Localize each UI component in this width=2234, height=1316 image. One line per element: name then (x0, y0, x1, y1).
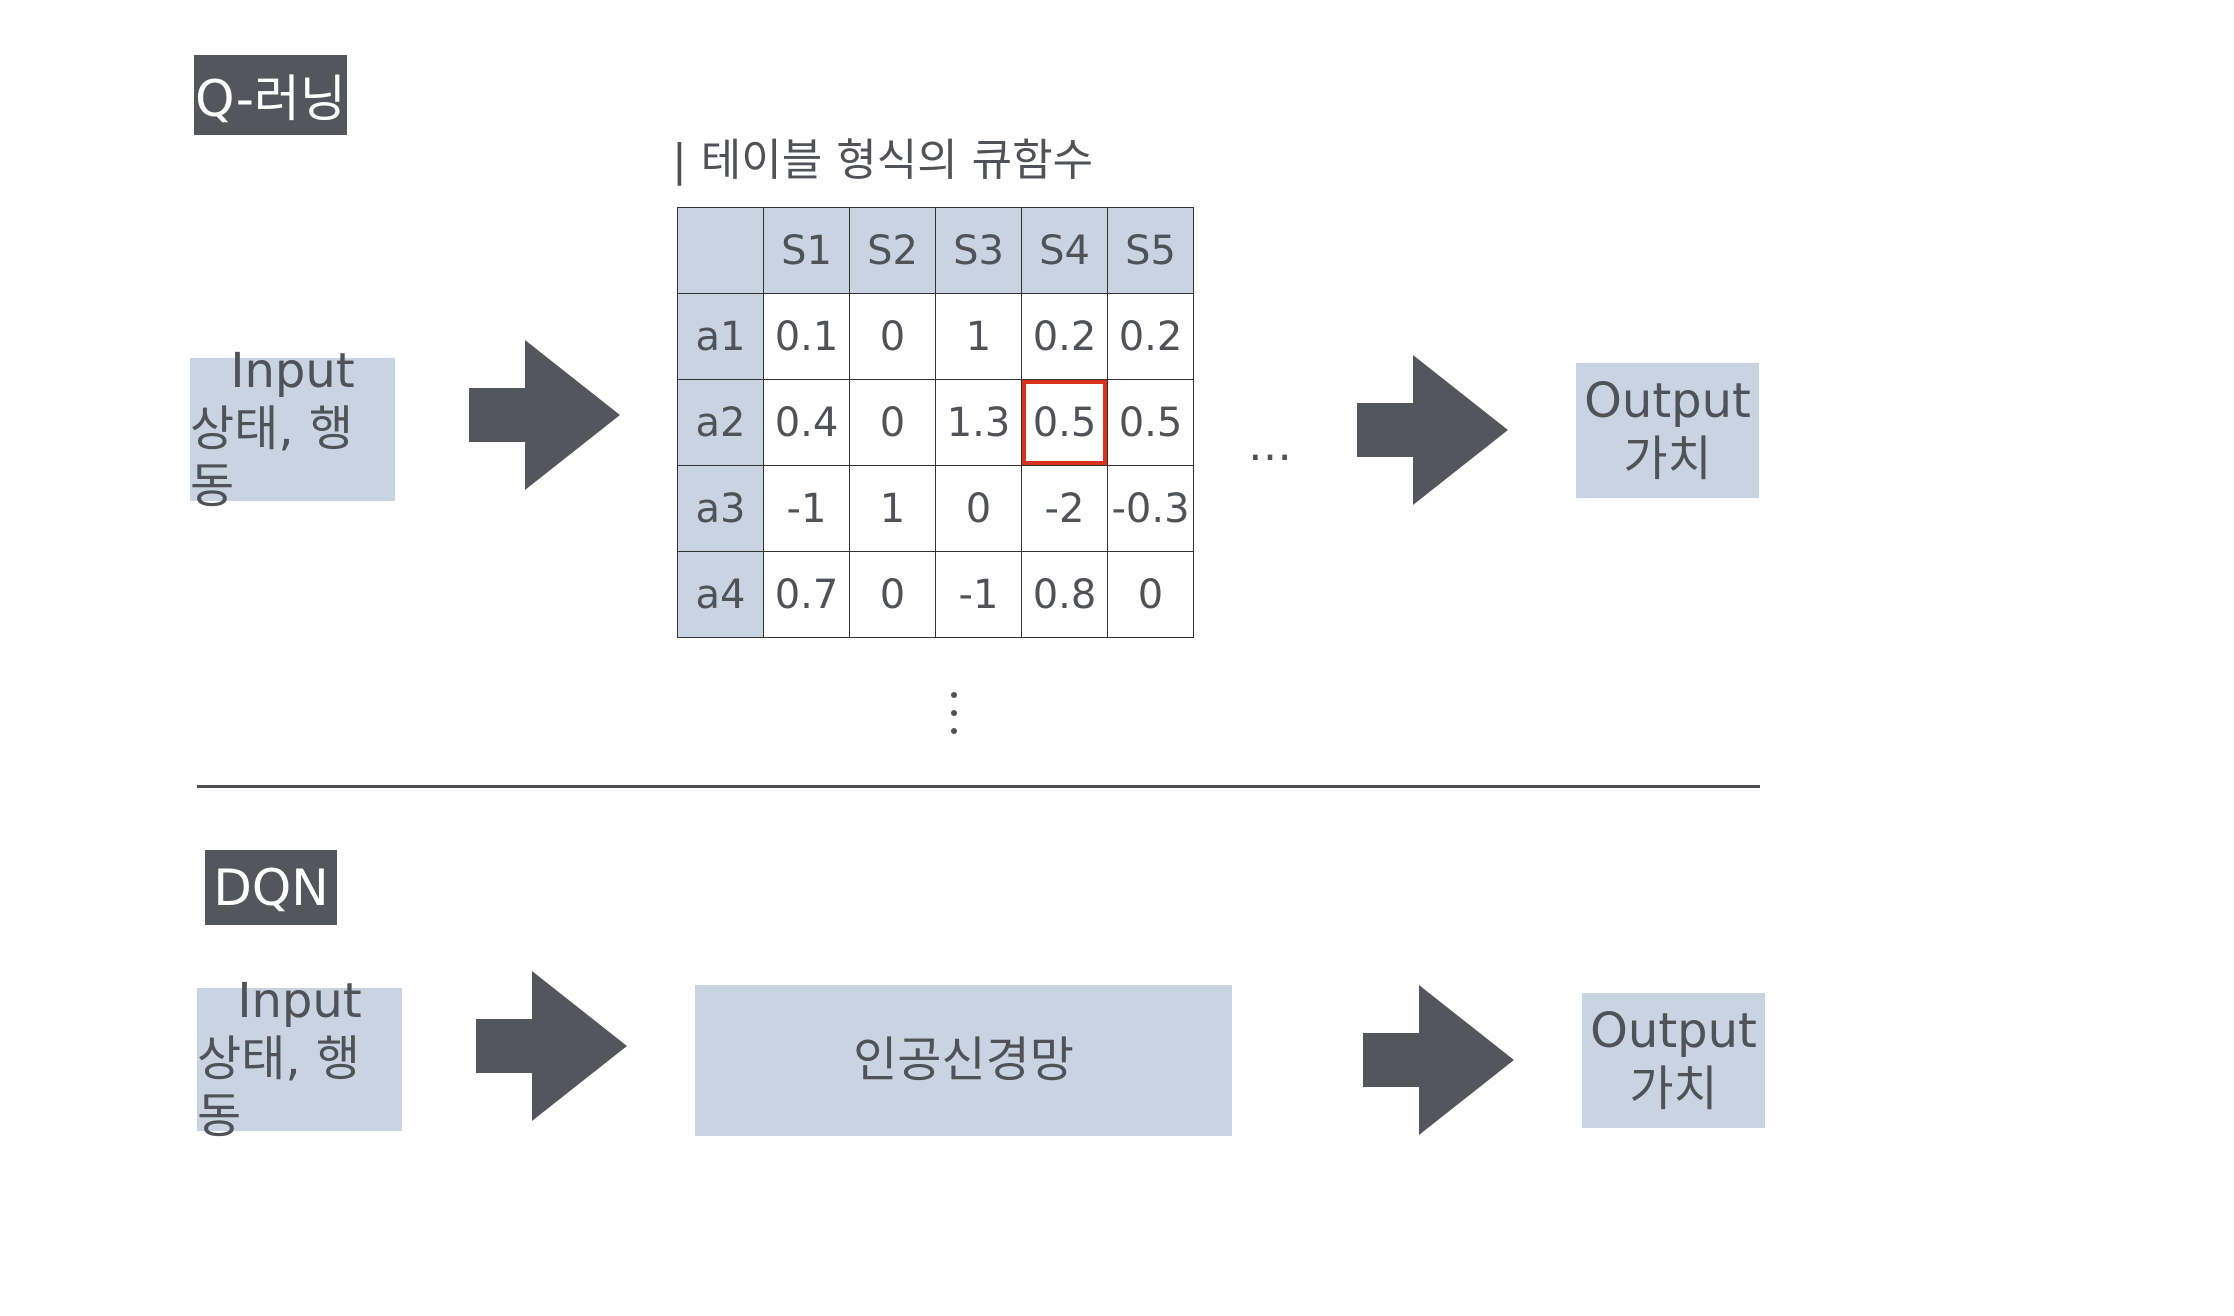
qtable-cell: 0 (849, 293, 936, 380)
dqn-output-arrow-icon (1363, 985, 1514, 1135)
qtable-header-row: S1 S2 S3 S4 S5 (677, 207, 1194, 294)
section-divider (197, 785, 1760, 788)
qlearning-input-box: Input 상태, 행동 (190, 343, 395, 514)
qtable-cell: -1 (763, 465, 850, 552)
qtable-corner-cell (677, 207, 764, 294)
qtable-cell: -1 (935, 551, 1022, 638)
dqn-input-box: Input 상태, 행동 (197, 973, 402, 1144)
qtable-col-header: S1 (763, 207, 850, 294)
qtable-cell: 0 (849, 551, 936, 638)
qlearning-input-label: Input (230, 343, 355, 400)
qlearning-output-label: Output (1584, 372, 1751, 429)
qlearning-input-sublabel: 상태, 행동 (190, 400, 353, 515)
dqn-input-arrow-icon (476, 971, 627, 1121)
dqn-input-sublabel: 상태, 행동 (197, 1030, 360, 1145)
qtable-row: a1 0.1 0 1 0.2 0.2 (677, 293, 1194, 380)
qlearning-output-box: Output 가치 (1576, 363, 1759, 498)
dqn-label-text: DQN (213, 858, 329, 917)
qtable-cell: 0.7 (763, 551, 850, 638)
qtable: S1 S2 S3 S4 S5 a1 0.1 0 1 0.2 0.2 a2 0.4… (677, 207, 1194, 638)
qtable-cell: 0.5 (1107, 379, 1194, 466)
dqn-output-box: Output 가치 (1582, 993, 1765, 1128)
dqn-input-label: Input (237, 973, 362, 1030)
qtable-cell: 0 (935, 465, 1022, 552)
qtable-row-header: a3 (677, 465, 764, 552)
qtable-cell: 0.4 (763, 379, 850, 466)
qtable-cell: -2 (1021, 465, 1108, 552)
qtable-col-header: S5 (1107, 207, 1194, 294)
horizontal-ellipsis: … (1248, 420, 1294, 471)
qtable-row-header: a4 (677, 551, 764, 638)
vertical-ellipsis-icon (948, 692, 960, 736)
qlearning-label-text: Q-러닝 (195, 70, 346, 128)
neural-network-box: 인공신경망 (695, 985, 1232, 1136)
qtable-row: a3 -1 1 0 -2 -0.3 (677, 465, 1194, 552)
qtable-cell-highlighted: 0.5 (1021, 379, 1108, 466)
qtable-cell: 0.2 (1107, 293, 1194, 380)
qtable-row: a2 0.4 0 1.3 0.5 0.5 (677, 379, 1194, 466)
qlearning-output-arrow-icon (1357, 355, 1508, 505)
qtable-cell: 0.1 (763, 293, 850, 380)
qtable-row: a4 0.7 0 -1 0.8 0 (677, 551, 1194, 638)
dqn-label: DQN (205, 850, 337, 925)
qtable-cell: 1.3 (935, 379, 1022, 466)
qtable-title: | 테이블 형식의 큐함수 (672, 135, 1094, 186)
qtable-col-header: S2 (849, 207, 936, 294)
qlearning-label: Q-러닝 (194, 55, 347, 135)
neural-network-label: 인공신경망 (853, 1031, 1074, 1088)
qtable-cell: 0.8 (1021, 551, 1108, 638)
qtable-row-header: a1 (677, 293, 764, 380)
dqn-output-label: Output (1590, 1002, 1757, 1059)
qtable-row-header: a2 (677, 379, 764, 466)
qlearning-input-arrow-icon (469, 340, 620, 490)
qlearning-output-sublabel: 가치 (1623, 430, 1712, 487)
qtable-cell: 1 (849, 465, 936, 552)
qtable-cell: 0 (1107, 551, 1194, 638)
qtable-cell: -0.3 (1107, 465, 1194, 552)
qtable-cell: 0.2 (1021, 293, 1108, 380)
qtable-cell: 0 (849, 379, 936, 466)
qtable-col-header: S3 (935, 207, 1022, 294)
qtable-cell: 1 (935, 293, 1022, 380)
dqn-output-sublabel: 가치 (1629, 1060, 1718, 1117)
qtable-col-header: S4 (1021, 207, 1108, 294)
